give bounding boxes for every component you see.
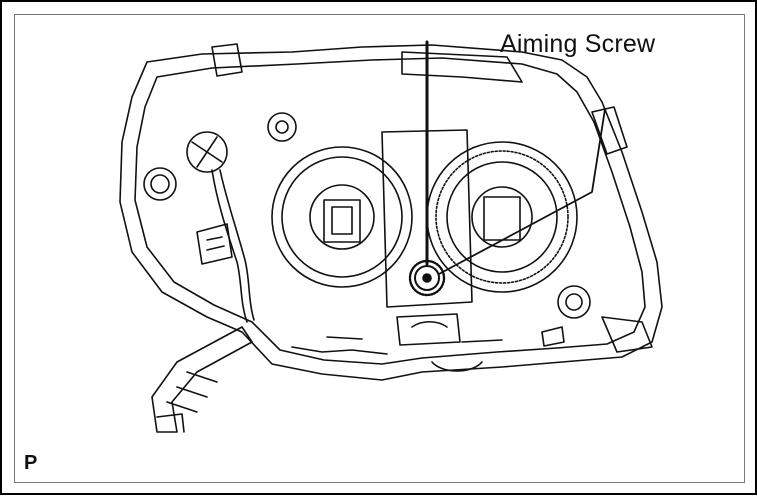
aiming-screw-label: Aiming Screw [500,30,656,58]
headlamp-housing-outline [119,43,663,381]
center-bracket [381,129,473,346]
wiring-harness [196,169,255,323]
right-adjuster [541,285,591,347]
aiming-screw [408,259,446,297]
housing-lower-edge [291,316,653,372]
low-beam-lamp [271,146,413,288]
aiming-screw-leader [438,108,606,275]
mounting-bracket [151,326,253,433]
high-beam-lamp [426,141,578,293]
left-socket [143,112,297,201]
figure-inner-border [14,14,745,483]
corner-code: P [24,452,38,474]
